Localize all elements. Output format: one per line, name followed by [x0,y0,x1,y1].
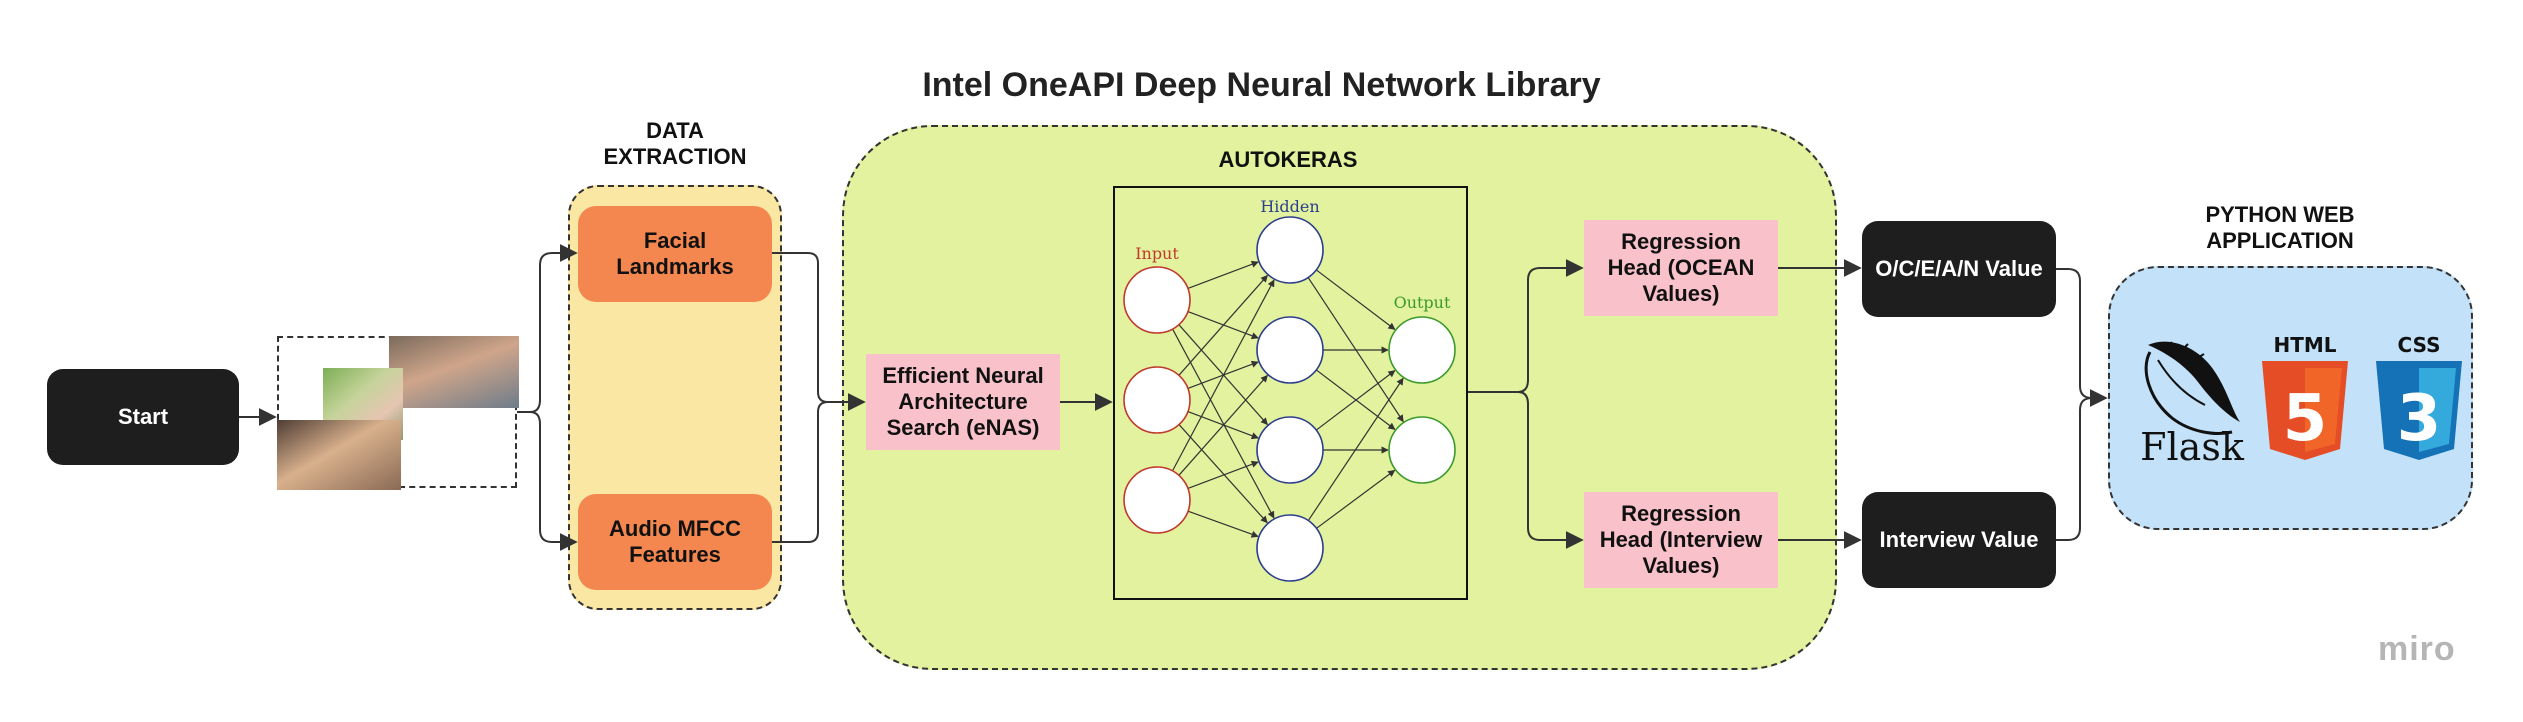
python-web-label: PYTHON WEB APPLICATION [2205,202,2355,253]
autokeras-label: AUTOKERAS [1218,147,1358,172]
edge-frames-to-audio [517,411,578,551]
output-layer-label: Output [1394,293,1451,312]
network-connection [1187,260,1259,289]
hidden-neuron [1256,216,1324,284]
hidden-neuron [1256,316,1324,384]
edge-network-to-ocean [1468,259,1584,393]
network-connection [1187,460,1259,489]
network-connection [1315,269,1396,330]
css3-logo: CSS 3 [2376,333,2462,460]
miro-watermark: miro [2378,630,2456,668]
video-frame-portrait [277,420,401,490]
interview-value-node: Interview Value [1862,492,2056,588]
facial-landmarks-node: Facial Landmarks [578,206,772,302]
input-neuron [1123,266,1191,334]
network-connection [1315,370,1396,431]
network-connection [1178,374,1268,476]
network-connection [1171,279,1275,472]
enas-node: Efficient Neural Architecture Search (eN… [866,354,1060,450]
network-connection [1307,377,1404,521]
edge-ocean-value-to-web [2056,268,2108,407]
edge-interview-value-to-web [2056,397,2093,541]
edge-audio-to-enas [772,401,829,543]
css3-logo-digit: 3 [2397,382,2442,456]
flask-logo: Flask [2140,341,2245,469]
output-neuron [1388,416,1456,484]
input-neuron [1123,366,1191,434]
network-connection [1178,274,1268,376]
network-connection [1316,469,1396,529]
ocean-value-node: O/C/E/A/N Value [1862,221,2056,317]
network-connection [1172,328,1275,519]
html5-logo: HTML 5 [2262,333,2348,460]
css3-logo-text: CSS [2398,333,2441,357]
video-frames-image [277,336,519,490]
regression-head-ocean-node: Regression Head (OCEAN Values) [1584,220,1778,316]
network-connection [1178,424,1268,524]
hidden-neuron [1256,416,1324,484]
edge-facial-to-enas [772,252,866,411]
edge-network-to-interview [1468,391,1584,549]
hidden-neuron [1256,514,1324,582]
video-frame-face [389,336,519,408]
html5-logo-digit: 5 [2283,382,2328,456]
regression-head-interview-node: Regression Head (Interview Values) [1584,492,1778,588]
network-connection [1187,510,1259,538]
input-layer-label: Input [1135,244,1179,263]
diagram-title: Intel OneAPI Deep Neural Network Library [922,65,1601,104]
edge-frames-to-facial [517,244,578,413]
flask-logo-text: Flask [2140,425,2245,469]
data-extraction-label: DATA EXTRACTION [603,118,747,169]
audio-mfcc-node: Audio MFCC Features [578,494,772,590]
output-neuron [1388,316,1456,384]
start-node: Start [47,369,239,465]
html5-logo-text: HTML [2273,333,2336,357]
input-neuron [1123,466,1191,534]
hidden-layer-label: Hidden [1260,197,1319,216]
